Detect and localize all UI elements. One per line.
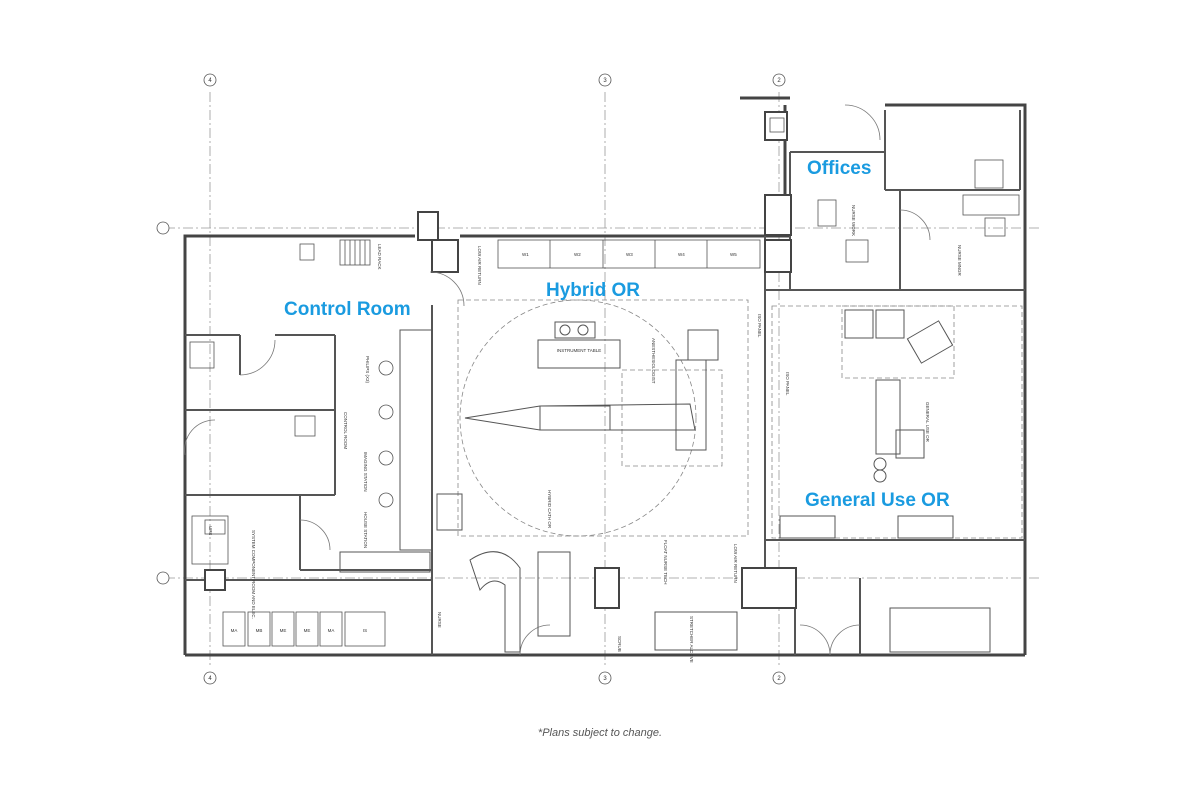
svg-text:IMAGING STATION: IMAGING STATION (363, 452, 368, 492)
svg-text:ISO PANEL: ISO PANEL (785, 372, 790, 396)
svg-text:3: 3 (603, 676, 607, 682)
svg-text:MB: MB (256, 628, 263, 633)
svg-text:MA: MA (231, 628, 238, 633)
svg-text:GENERAL USE OR: GENERAL USE OR (925, 402, 930, 443)
instrument-table: INSTRUMENT TABLE (537, 321, 621, 369)
svg-text:SYSTEM COMPONENT ROOM AND ELEC: SYSTEM COMPONENT ROOM AND ELEC. (251, 530, 256, 619)
label-control-room: Control Room (284, 299, 411, 320)
storage-labels: MA MB ME ME MA IS (231, 628, 368, 633)
lead-rack (339, 239, 371, 266)
svg-text:NURSE WORK: NURSE WORK (851, 205, 856, 236)
wall-cabinets (497, 239, 761, 269)
svg-text:PHILIPS (X3): PHILIPS (X3) (365, 356, 370, 384)
svg-text:MA: MA (328, 628, 335, 633)
hybrid-or-field (457, 299, 749, 537)
grid-marker-top-2: 2 (772, 73, 786, 87)
svg-text:W1: W1 (522, 252, 529, 257)
svg-text:LOW AIR RETURN: LOW AIR RETURN (477, 246, 482, 285)
svg-text:IS: IS (363, 628, 367, 633)
svg-text:FLOAT NURSE TECH: FLOAT NURSE TECH (663, 540, 668, 585)
svg-text:3: 3 (603, 78, 607, 84)
svg-text:ME: ME (280, 628, 287, 633)
svg-text:STRETCHER ALCOVE: STRETCHER ALCOVE (689, 616, 694, 663)
grid-marker-left-a (156, 221, 170, 235)
svg-text:2: 2 (777, 78, 781, 84)
svg-text:W3: W3 (626, 252, 633, 257)
svg-text:4: 4 (208, 676, 212, 682)
svg-text:ANESTHESIOLOGIST: ANESTHESIOLOGIST (651, 338, 656, 384)
nurse-desk (469, 551, 521, 653)
svg-text:HYBRID CATH OR: HYBRID CATH OR (547, 490, 552, 529)
system-component-room (191, 515, 229, 565)
grid-marker-bottom-2: 2 (772, 671, 786, 685)
wall-cabinet-labels: W1 W2 W3 W4 W5 (522, 252, 737, 257)
svg-text:W2: W2 (574, 252, 581, 257)
svg-text:UPS: UPS (208, 526, 213, 535)
grid-marker-bottom-4: 4 (203, 671, 217, 685)
svg-text:NURSE: NURSE (437, 612, 442, 628)
svg-text:HOUSE STATION: HOUSE STATION (363, 512, 368, 548)
grid-marker-top-4: 4 (203, 73, 217, 87)
imaging-gantry (464, 329, 719, 451)
grid-marker-top-3: 3 (598, 73, 612, 87)
svg-text:LOW AIR RETURN: LOW AIR RETURN (733, 544, 738, 583)
svg-text:NURSE MNGR: NURSE MNGR (957, 245, 962, 277)
grid-marker-bottom-3: 3 (598, 671, 612, 685)
svg-text:W5: W5 (730, 252, 737, 257)
control-console (339, 329, 463, 573)
door-swings (184, 104, 931, 656)
columns (204, 111, 797, 609)
general-or-field (771, 305, 1023, 539)
control-chairs (378, 360, 394, 508)
svg-text:ISO PANEL: ISO PANEL (757, 314, 762, 338)
office-furniture (817, 194, 1020, 263)
svg-text:2: 2 (777, 676, 781, 682)
grid-marker-left-b (156, 571, 170, 585)
general-or-equipment (779, 309, 991, 653)
label-general-use-or: General Use OR (805, 490, 950, 511)
svg-text:LEAD RACK: LEAD RACK (377, 244, 382, 270)
svg-text:W4: W4 (678, 252, 685, 257)
label-offices: Offices (807, 158, 872, 179)
stretcher (537, 551, 738, 651)
svg-text:ME: ME (304, 628, 311, 633)
storage-bays (222, 611, 386, 647)
sinks (189, 117, 1004, 437)
svg-text:INSTRUMENT TABLE: INSTRUMENT TABLE (557, 348, 602, 353)
footnote: *Plans subject to change. (537, 727, 663, 739)
label-hybrid-or: Hybrid OR (546, 280, 640, 301)
small-room-labels: NURSE WORK NURSE MNGR LEAD RACK LOW AIR … (208, 205, 962, 663)
svg-text:SCRUB: SCRUB (617, 636, 622, 652)
svg-text:CONTROL ROOM: CONTROL ROOM (343, 412, 348, 449)
svg-text:4: 4 (208, 78, 212, 84)
